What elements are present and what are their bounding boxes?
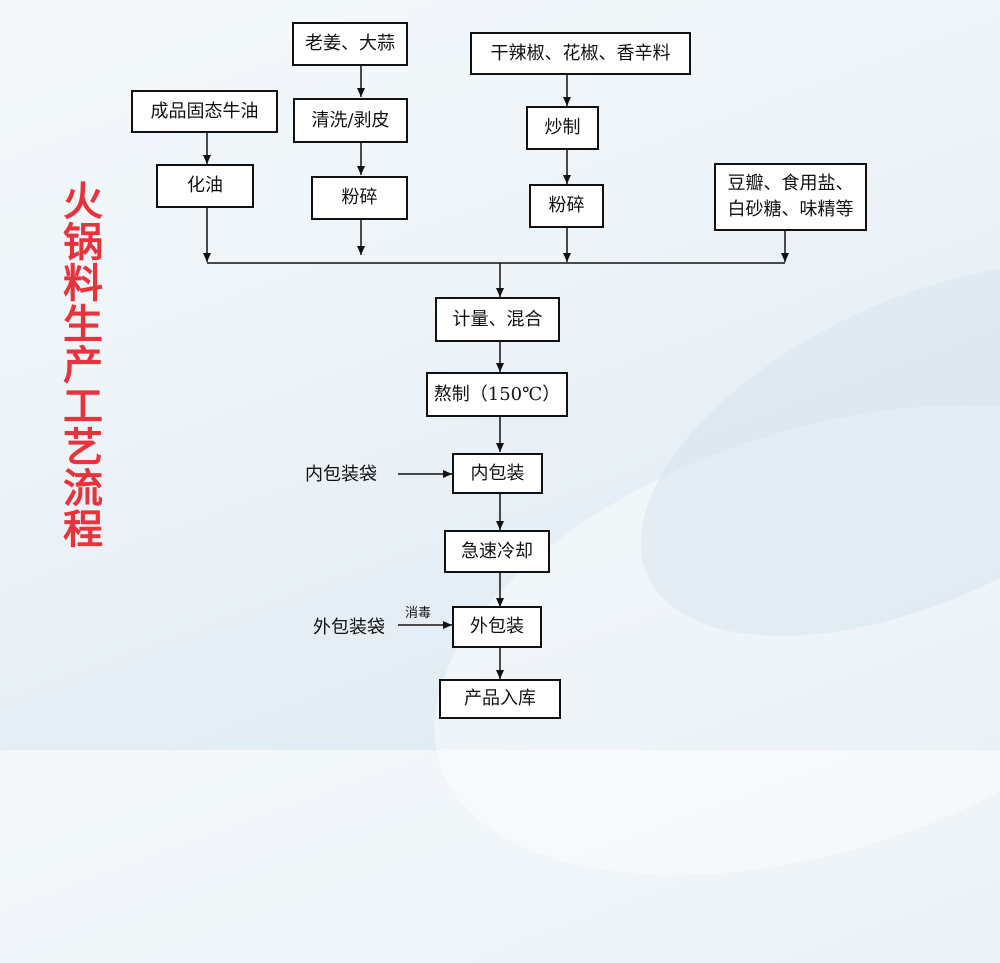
- step-boil: 熬制（150℃）: [426, 372, 568, 417]
- step-crush-1-label: 粉碎: [341, 187, 378, 208]
- step-inner-pack: 内包装: [452, 453, 543, 494]
- outer-bag-label: 外包装袋: [313, 617, 385, 638]
- step-inner-pack-label: 内包装: [470, 462, 525, 484]
- step-crush-1: 粉碎: [311, 176, 408, 220]
- input-beef-fat-label: 成品固态牛油: [150, 100, 259, 122]
- input-seasoning: 豆瓣、食用盐、 白砂糖、味精等: [714, 163, 867, 231]
- inner-bag-label: 内包装袋: [305, 464, 377, 485]
- step-storage-label: 产品入库: [464, 688, 536, 709]
- page-title: 火锅料生产工艺流程: [56, 180, 102, 549]
- step-measure-mix-label: 计量、混合: [452, 308, 543, 330]
- step-melt-label: 化油: [187, 175, 223, 196]
- step-wash-peel-label: 清洗/剥皮: [311, 109, 390, 131]
- input-spices: 干辣椒、花椒、香辛料: [470, 32, 691, 75]
- disinfect-label: 消毒: [405, 606, 432, 621]
- step-storage: 产品入库: [439, 679, 561, 719]
- input-seasoning-line1: 豆瓣、食用盐、: [727, 173, 854, 194]
- input-spices-label: 干辣椒、花椒、香辛料: [490, 42, 671, 64]
- step-measure-mix: 计量、混合: [435, 297, 560, 342]
- step-quick-cool: 急速冷却: [444, 530, 550, 573]
- input-seasoning-line2: 白砂糖、味精等: [727, 199, 854, 220]
- step-outer-pack: 外包装: [452, 606, 542, 648]
- step-outer-pack-label: 外包装: [470, 616, 524, 637]
- step-crush-2: 粉碎: [529, 184, 604, 228]
- input-beef-fat: 成品固态牛油: [131, 90, 278, 133]
- input-ginger-garlic: 老姜、大蒜: [292, 22, 408, 66]
- step-wash-peel: 清洗/剥皮: [293, 98, 408, 143]
- step-melt: 化油: [156, 164, 254, 208]
- input-ginger-garlic-label: 老姜、大蒜: [305, 33, 395, 54]
- step-boil-label: 熬制（150℃）: [433, 383, 561, 405]
- step-quick-cool-label: 急速冷却: [461, 540, 533, 562]
- step-stir-fry-label: 炒制: [544, 117, 581, 138]
- step-stir-fry: 炒制: [526, 106, 599, 150]
- flow-connectors: [203, 66, 789, 679]
- step-crush-2-label: 粉碎: [548, 195, 585, 216]
